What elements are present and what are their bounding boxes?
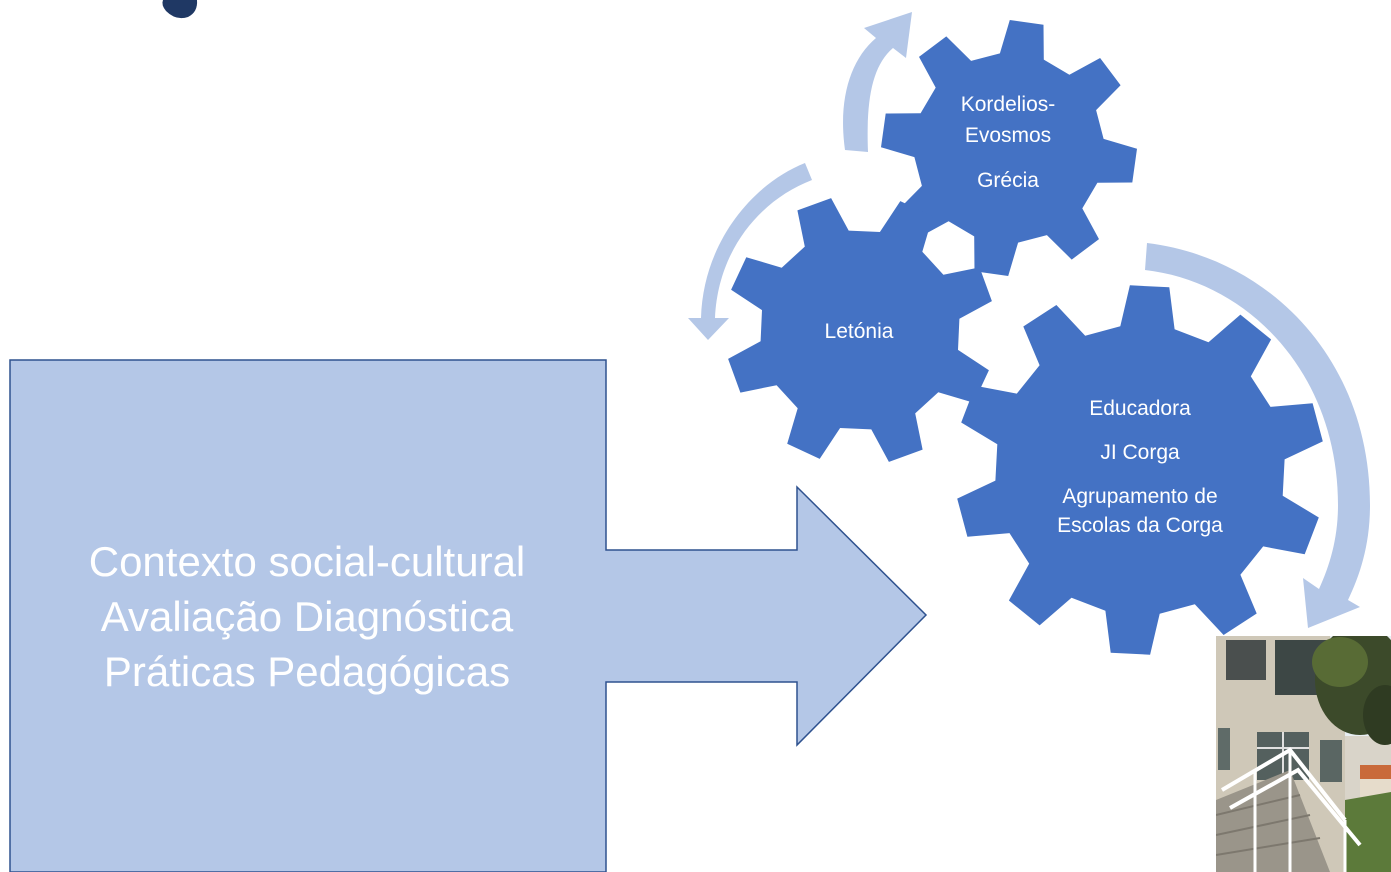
arrow-callout-shape xyxy=(9,359,928,872)
arrow-callout-line-2: Avaliação Diagnóstica xyxy=(101,593,514,640)
gear-greece-line-1: Kordelios- xyxy=(961,93,1056,116)
gear-greece-line-2: Evosmos xyxy=(965,124,1051,147)
gear-portugal-line-3: Agrupamento de xyxy=(1062,485,1217,508)
gear-portugal-line-1: Educadora xyxy=(1089,397,1191,420)
gear-greece xyxy=(881,20,1137,276)
gears xyxy=(728,20,1323,655)
gear-portugal xyxy=(957,285,1323,655)
cycle-arrow-top xyxy=(843,12,912,152)
gear-greece-line-3: Grécia xyxy=(977,169,1039,192)
school-photo xyxy=(1216,636,1391,872)
logo-fragment xyxy=(162,0,198,19)
gear-portugal-line-4: Escolas da Corga xyxy=(1057,514,1223,537)
cycle-arrow-left xyxy=(688,163,812,340)
arrow-callout-line-3: Práticas Pedagógicas xyxy=(104,648,510,695)
gear-latvia xyxy=(728,198,992,462)
cycle-arrows xyxy=(688,12,1370,628)
gear-portugal-line-2: JI Corga xyxy=(1100,441,1180,464)
gear-latvia-label: Letónia xyxy=(825,320,894,343)
cycle-arrow-right xyxy=(1145,243,1370,628)
arrow-callout-line-1: Contexto social-cultural xyxy=(89,538,526,585)
